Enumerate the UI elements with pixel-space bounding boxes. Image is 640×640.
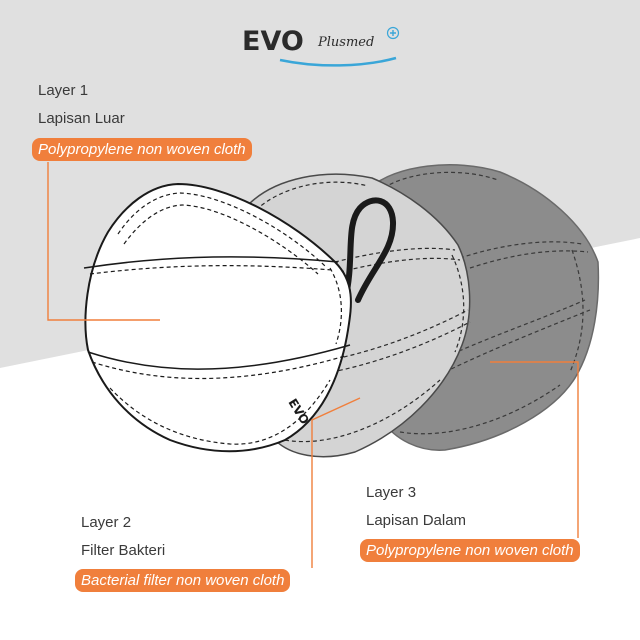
layer-2-name: Filter Bakteri: [81, 542, 166, 559]
leader-lines: [47, 162, 579, 568]
layer-3-name: Lapisan Dalam: [366, 512, 467, 529]
logo-wordmark: EVO: [242, 26, 304, 57]
layer-1-mask: EVO: [83, 182, 352, 453]
layer-1-name: Lapisan Luar: [38, 110, 125, 127]
layer-3-title: Layer 3: [366, 484, 417, 501]
leader-layer-2: [311, 397, 361, 568]
layer-1-material: Polypropylene non woven cloth: [32, 138, 252, 161]
ear-loop: [342, 197, 397, 303]
brand-logo: EVO Plusmed: [238, 24, 408, 68]
logo-swoosh-icon: [279, 56, 397, 67]
layer-1-title: Layer 1: [38, 82, 89, 99]
medical-cross-icon: [386, 26, 400, 40]
layer-2-title: Layer 2: [81, 514, 132, 531]
logo-subtext: Plusmed: [318, 35, 375, 50]
leader-layer-3: [490, 361, 579, 538]
leader-layer-1: [47, 162, 160, 321]
layer-3-material: Polypropylene non woven cloth: [360, 539, 580, 562]
layer-2-material: Bacterial filter non woven cloth: [75, 569, 291, 592]
